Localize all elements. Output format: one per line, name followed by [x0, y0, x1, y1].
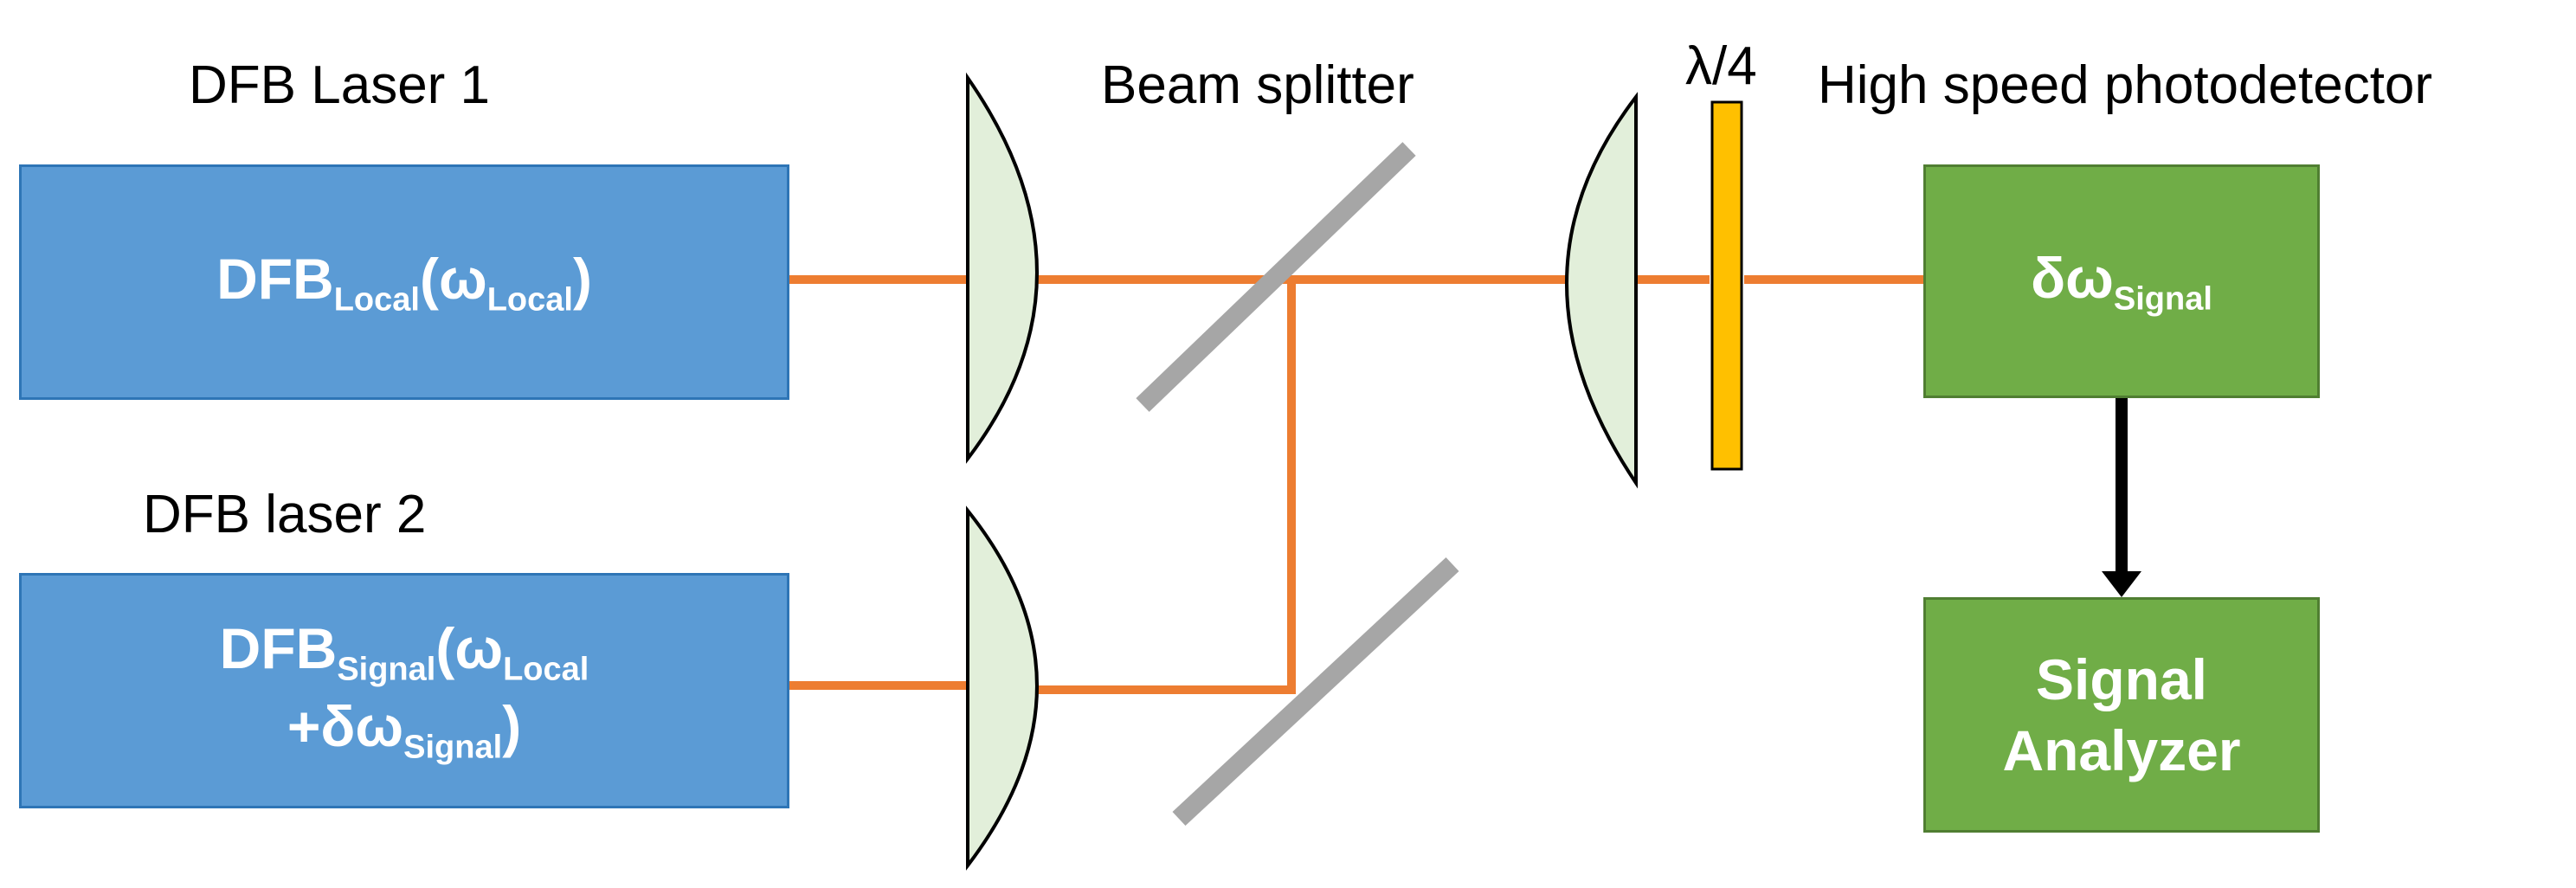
reflector-mirror — [1172, 557, 1459, 827]
beam-splitter-mirror — [1136, 142, 1416, 412]
photodetector-label: High speed photodetector — [1818, 55, 2433, 115]
beam-splitter-label: Beam splitter — [1101, 55, 1414, 115]
analyzer-line1: Signal — [2035, 647, 2208, 711]
dfb-signal-box: DFBSignal(ωLocal +δωSignal) — [19, 573, 789, 808]
lens-3 — [1565, 92, 1638, 489]
laser2-label: DFB laser 2 — [143, 485, 427, 544]
laser1-label: DFB Laser 1 — [189, 55, 491, 115]
dfb-local-text: DFBLocal(ωLocal) — [216, 247, 592, 319]
dfb-local-box: DFBLocal(ωLocal) — [19, 164, 789, 400]
lens-2 — [966, 505, 1039, 871]
photodetector-box: δωSignal — [1923, 164, 2320, 398]
signal-analyzer-box: Signal Analyzer — [1923, 597, 2320, 833]
quarter-wave-plate — [1710, 100, 1743, 471]
lens-1 — [966, 72, 1039, 464]
dfb-signal-text-line2: +δωSignal) — [287, 694, 522, 766]
quarter-wave-label: λ/4 — [1685, 36, 1757, 96]
photodetector-text: δωSignal — [2031, 246, 2212, 318]
analyzer-line2: Analyzer — [2002, 718, 2241, 782]
arrow-head — [2102, 571, 2141, 597]
dfb-signal-text-line1: DFBSignal(ωLocal — [219, 616, 589, 688]
